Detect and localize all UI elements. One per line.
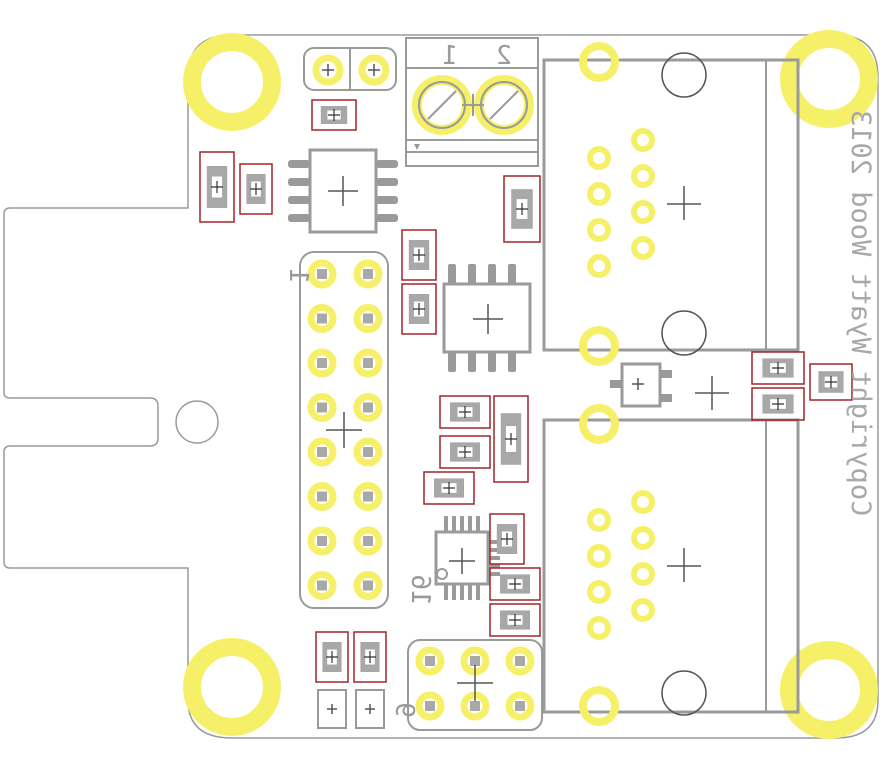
smd-passive (401, 283, 437, 335)
header-pin (307, 348, 337, 378)
mounting-hole-top-right (780, 30, 878, 128)
rj45-pin (587, 544, 611, 568)
rj45-pin (587, 254, 611, 278)
header-pin (307, 304, 337, 333)
test-pads (317, 689, 385, 729)
icsp-pin (415, 691, 445, 721)
header-pin (307, 482, 337, 511)
rj45-pin (587, 508, 611, 532)
rj45-pin (631, 236, 655, 260)
mounting-holes (183, 30, 878, 739)
smd-passive (489, 513, 525, 565)
header-pin (307, 526, 337, 556)
smd-passive (503, 175, 541, 243)
header-pin (353, 437, 383, 467)
smd-passive (439, 395, 491, 429)
corner-label: 9 (389, 702, 419, 718)
rj45-pin (631, 200, 655, 224)
header-pin (307, 437, 337, 467)
header-pin (353, 393, 383, 422)
smd-passive (401, 229, 437, 281)
terminal-label-2: 2 (496, 41, 512, 71)
rj45-pin (587, 616, 611, 640)
smd-passive (809, 363, 853, 401)
smd-passive (489, 567, 541, 601)
six-pin-header (407, 639, 543, 731)
rj45-pin (587, 580, 611, 604)
mounting-hole-top-left (183, 33, 281, 131)
icsp-pin (415, 646, 445, 676)
header-pin (307, 393, 337, 422)
rj45-pin (631, 128, 655, 152)
header-pin (307, 571, 337, 600)
header-pin (353, 571, 383, 600)
mounting-notch-hole (175, 400, 219, 444)
rj45-connector-top (542, 42, 800, 366)
smd-passive (751, 387, 805, 421)
icsp-pin (505, 691, 535, 721)
icsp-pin (460, 646, 490, 676)
smd-passive (423, 471, 475, 505)
header-pin (307, 259, 337, 289)
rj45-connector-bottom (542, 404, 800, 726)
rj45-pin (631, 562, 655, 586)
ic-msop-center (442, 264, 532, 372)
header-pin (353, 348, 383, 378)
header-pin1-label: 1 (283, 268, 313, 284)
two-pin-header (303, 47, 397, 91)
smd-passive (439, 435, 491, 469)
rj45-pin (587, 146, 611, 170)
copyright-text: Copyright Wyatt Wood 2013 (845, 110, 876, 516)
header-pin (353, 304, 383, 333)
rj45-pin (631, 164, 655, 188)
smd-passive (311, 99, 357, 131)
sixteen-pin-header (299, 251, 389, 609)
ic-qfn (434, 516, 500, 600)
ic-soic-top (288, 148, 398, 234)
board-outline (3, 34, 879, 739)
smd-passive (199, 151, 235, 223)
smd-passive (353, 631, 387, 683)
mounting-hole-bottom-right (780, 641, 878, 739)
icsp-pin (505, 646, 535, 676)
header-pin (353, 259, 383, 289)
header-pin (353, 482, 383, 511)
rj45-pin (631, 490, 655, 514)
screw-terminal (405, 37, 539, 167)
rj45-pin (631, 526, 655, 550)
smd-passive (489, 603, 541, 637)
mounting-hole-bottom-left (183, 638, 281, 736)
transistor-sot23 (610, 362, 729, 410)
terminal-label-1: 1 (442, 41, 458, 71)
smd-passive (239, 163, 273, 215)
rj45-pin (631, 598, 655, 622)
smd-passive (315, 631, 349, 683)
smd-passive (493, 395, 529, 483)
smd-components (199, 99, 853, 683)
smd-passive (751, 351, 805, 385)
rj45-pin (587, 182, 611, 206)
rj45-pins (587, 128, 655, 640)
rj45-pin (587, 218, 611, 242)
header-pin16-label: 16 (405, 574, 435, 605)
header-pin (353, 526, 383, 556)
